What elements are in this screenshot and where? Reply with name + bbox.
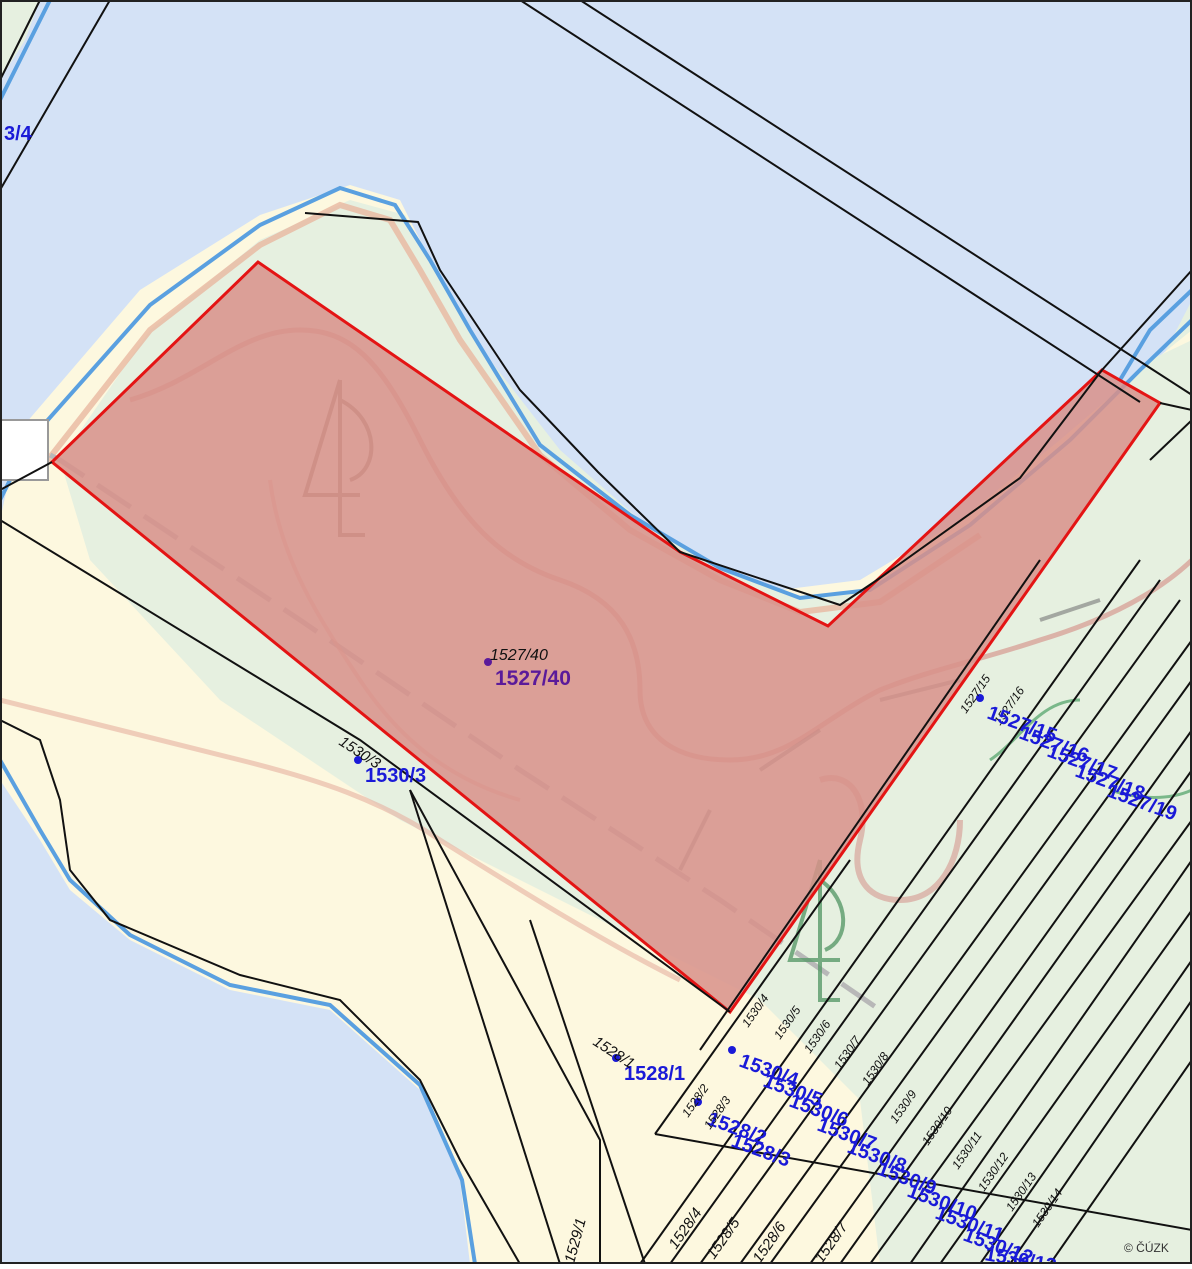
meadow-arc bbox=[989, 698, 1192, 799]
contour-line-2 bbox=[0, 697, 682, 983]
shoreline-northeast bbox=[1118, 288, 1192, 382]
selected-parcel-label: 1527/40 bbox=[495, 667, 571, 690]
parcel-label-1528-1: 1528/1 bbox=[624, 1063, 685, 1085]
road-end-marker bbox=[0, 419, 49, 481]
parcel-points bbox=[354, 658, 984, 1106]
selected-parcel-label-small: 1527/40 bbox=[490, 647, 548, 664]
shoreline-northwest bbox=[0, 0, 52, 101]
copyright-notice: © ČÚZK bbox=[1124, 1240, 1169, 1255]
selected-parcel-1527-40[interactable] bbox=[49, 260, 1163, 1015]
shoreline-southwest bbox=[0, 759, 477, 1265]
parcel-label-3-4: 3/4 bbox=[4, 123, 33, 145]
parcel-label-1530-3: 1530/3 bbox=[365, 765, 426, 787]
